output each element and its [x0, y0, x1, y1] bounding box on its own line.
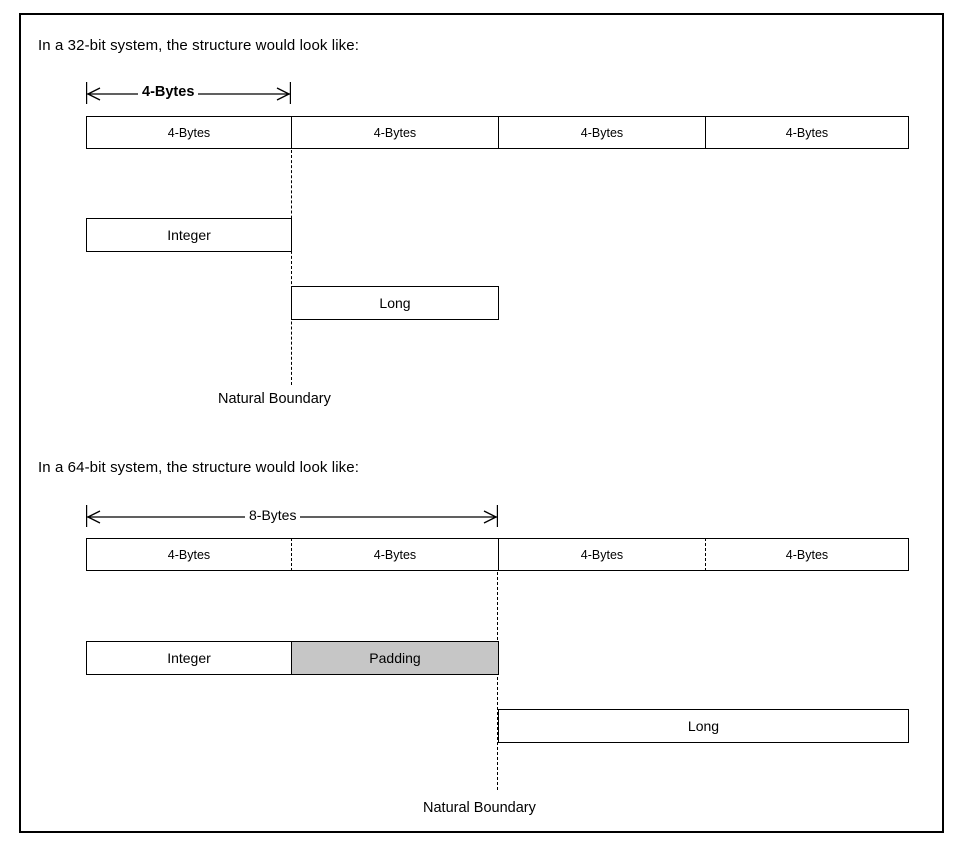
- diagram-frame: [19, 13, 944, 833]
- dimension-arrow-4-bytes: 4-Bytes: [86, 82, 291, 112]
- dimension-label-8-bytes: 8-Bytes: [245, 505, 301, 525]
- byte-cell-label: 4-Bytes: [373, 547, 417, 562]
- field-label: Long: [687, 718, 720, 734]
- byte-cell-64-3: 4-Bytes: [706, 538, 909, 571]
- byte-cell-label: 4-Bytes: [785, 547, 829, 562]
- field-label: Padding: [369, 650, 421, 666]
- byte-cell-32-3: 4-Bytes: [706, 116, 909, 149]
- dimension-arrow-8-bytes: 8-Bytes: [86, 505, 498, 535]
- dimension-label-4-bytes: 4-Bytes: [138, 82, 199, 102]
- natural-boundary-label-64bit: Natural Boundary: [423, 800, 536, 816]
- natural-boundary-label-32bit: Natural Boundary: [218, 391, 331, 407]
- byte-cell-64-1: 4-Bytes: [292, 538, 499, 571]
- byte-cell-label: 4-Bytes: [167, 125, 211, 140]
- byte-cell-label: 4-Bytes: [167, 547, 211, 562]
- section-64bit-heading: In a 64-bit system, the structure would …: [38, 459, 359, 476]
- byte-cell-64-2: 4-Bytes: [499, 538, 706, 571]
- byte-cell-64-0: 4-Bytes: [86, 538, 292, 571]
- field-box-padding-64bit: Padding: [292, 641, 499, 675]
- field-box-long-64bit: Long: [498, 709, 909, 743]
- section-32bit-heading: In a 32-bit system, the structure would …: [38, 37, 359, 54]
- field-label: Long: [379, 295, 411, 311]
- natural-boundary-line-32bit: [291, 150, 292, 385]
- byte-cell-label: 4-Bytes: [580, 547, 624, 562]
- byte-cell-32-2: 4-Bytes: [499, 116, 706, 149]
- byte-cell-label: 4-Bytes: [373, 125, 417, 140]
- field-label: Integer: [167, 227, 211, 243]
- byte-cell-label: 4-Bytes: [580, 125, 624, 140]
- field-label: Integer: [167, 650, 211, 666]
- byte-cell-32-1: 4-Bytes: [292, 116, 499, 149]
- field-box-integer-64bit: Integer: [86, 641, 292, 675]
- byte-cell-label: 4-Bytes: [785, 125, 829, 140]
- natural-boundary-line-64bit: [497, 572, 498, 790]
- byte-cell-32-0: 4-Bytes: [86, 116, 292, 149]
- field-box-integer-32bit: Integer: [86, 218, 292, 252]
- field-box-long-32bit: Long: [291, 286, 499, 320]
